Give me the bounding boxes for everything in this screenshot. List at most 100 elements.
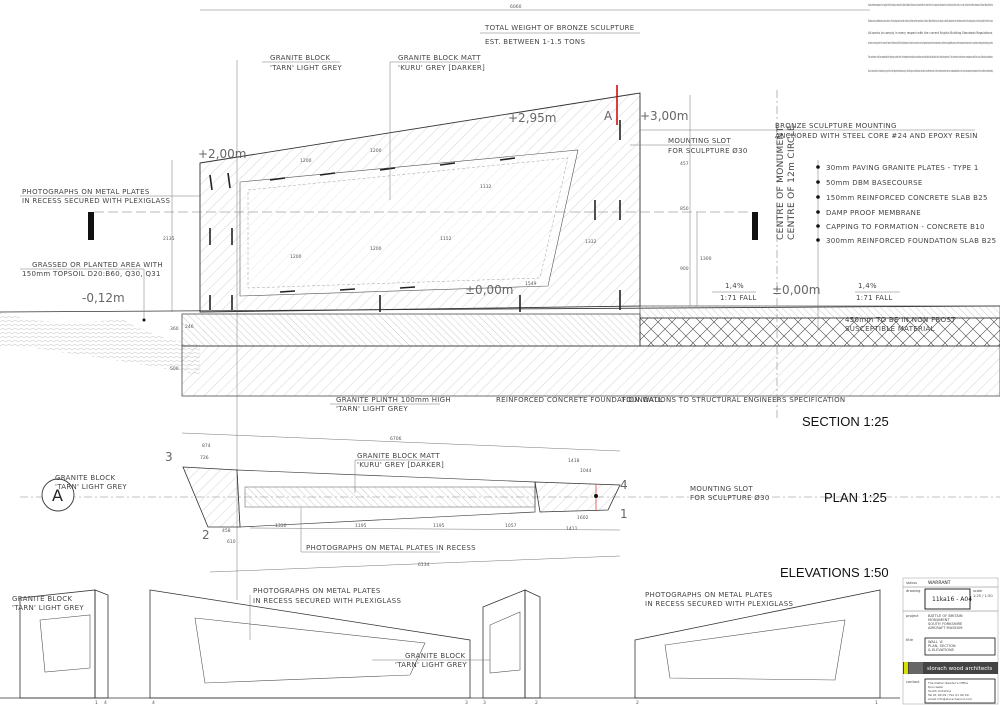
elev-label-granite-1: GRANITE BLOCK 'TARN' LIGHT GREY (12, 595, 84, 612)
layer-bullets (816, 165, 820, 242)
plan-label-mounting-slot: MOUNTING SLOT FOR SCULPTURE Ø30 (690, 485, 769, 502)
corner-label: 4 (620, 478, 628, 492)
drawing-label: contact (906, 680, 920, 684)
dim-label: 850 (680, 206, 689, 212)
drawing-label: 'KURU' GREY [DARKER] (357, 461, 444, 469)
plan-label-granite-tarn: GRANITE BLOCK 'TARN' LIGHT GREY (55, 474, 127, 491)
level-295: +2,95m (508, 111, 556, 125)
label-bronze-mounting: BRONZE SCULPTURE MOUNTING ANCHORED WITH … (640, 122, 978, 140)
drawing-label: 'TARN' LIGHT GREY (336, 405, 408, 413)
drawing-label: 'TARN' LIGHT GREY (270, 64, 342, 72)
dim-label: 246 (185, 324, 194, 330)
paving-layer (639, 305, 1000, 319)
drawing-label: BRONZE SCULPTURE MOUNTING (775, 122, 897, 130)
dim-label: 1332 (585, 239, 597, 245)
ground-soil (0, 312, 200, 375)
drawing-label: BATTLE OF BRITAIN (928, 614, 963, 618)
level-200: +2,00m (198, 147, 246, 161)
label-frost: 450mm TO BE IN NON FROST SUSCEPTIBLE MAT… (845, 316, 956, 333)
drawing-label: 150mm TOPSOIL D20:B60, Q30, Q31 (22, 270, 161, 278)
foundation-slab (181, 345, 1000, 397)
note-3: All works to comply in every respect wit… (868, 31, 993, 35)
dim-label: 1549 (525, 281, 537, 287)
dim-label: 1044 (580, 468, 592, 474)
dim-label: 6706 (390, 436, 402, 442)
drawing-label: project (906, 614, 919, 618)
drawing-label: 1 (95, 700, 98, 705)
drawing-label: GRANITE BLOCK MATT (398, 54, 481, 62)
plan-title: PLAN 1:25 (824, 490, 887, 505)
dim-label: 457 (680, 161, 689, 167)
photo-recess (239, 149, 579, 297)
dim-label: 1200 (370, 148, 382, 154)
elev-label-granite-2: GRANITE BLOCK 'TARN' LIGHT GREY (372, 652, 490, 669)
photo-plates (209, 120, 621, 312)
dim-label: 1300 (700, 256, 712, 262)
firm-banner (903, 662, 998, 674)
drawing-label: GRANITE PLINTH 100mm HIGH (336, 396, 451, 404)
drawing-label: Tel 01 99 09 / Fax 01 99 09 (927, 693, 969, 697)
drawing-label: IN RECESS SECURED WITH PLEXIGLASS (645, 600, 793, 608)
drawing-label: GRANITE BLOCK (12, 595, 72, 603)
drawing-number: 11ka16 - A04 (932, 596, 972, 603)
drawing-label: PHOTOGRAPHS ON METAL PLATES (253, 587, 381, 595)
elevations-drawing: ELEVATIONS 1:50 GRANITE BLOCK 'TARN' LIG… (0, 565, 900, 705)
drawing-label: 'TARN' LIGHT GREY (55, 483, 127, 491)
drawing-label: email info@slorachwood.com (928, 697, 972, 701)
drawing-label: GRANITE BLOCK MATT (357, 452, 440, 460)
note-4: All works to comply with the relevant Co… (868, 41, 993, 45)
dim-label: 726 (200, 455, 209, 461)
drawing-label: FOR SCULPTURE Ø30 (668, 147, 748, 155)
drawing-label: PHOTOGRAPHS ON METAL PLATES (645, 591, 773, 599)
dim-label: 1195 (433, 523, 445, 529)
drawing-label: 30mm PAVING GRANITE PLATES - TYPE 1 (826, 164, 979, 172)
drawing-label: MOUNTING SLOT (690, 485, 753, 493)
label-photographs: PHOTOGRAPHS ON METAL PLATES IN RECESS SE… (20, 188, 200, 205)
drawing-label: IN RECESS SECURED WITH PLEXIGLASS (22, 197, 170, 205)
drawing-label: 1:71 FALL (720, 294, 757, 302)
drawing-label: 1:71 FALL (856, 294, 893, 302)
elev-label-photographs-1: PHOTOGRAPHS ON METAL PLATES IN RECESS SE… (249, 587, 401, 640)
drawing-label: 1,4% (725, 282, 744, 290)
elevation-end-1 (94, 589, 109, 699)
label-fall-2: 1,4% 1:71 FALL (855, 282, 900, 302)
drawing-label: & ELEVATIONS (928, 648, 955, 652)
overall-dimension: 6060 (510, 4, 522, 10)
note-2: Variations and modifications to work sho… (868, 19, 993, 23)
level-000-wall: ±0,00m (465, 283, 513, 297)
section-marker-a: A (604, 109, 613, 123)
drawing-label: 300mm REINFORCED FOUNDATION SLAB B25 (826, 237, 996, 245)
drawing-label: CENTRE OF MONUMENT (776, 126, 786, 240)
dim-label: 1195 (355, 523, 367, 529)
level-300: +3,00m (640, 109, 688, 123)
label-fall-1: 1,4% 1:71 FALL (712, 282, 757, 302)
dim-label: 1057 (505, 523, 517, 529)
elevation-end-2 (482, 589, 526, 699)
section-marker-circle (41, 478, 75, 512)
dim-label: 610 (227, 539, 236, 545)
drawing-label: MOUNTING SLOT (668, 137, 731, 145)
dim-label: 1411 (566, 526, 578, 532)
layer-list: 30mm PAVING GRANITE PLATES - TYPE 1 50mm… (826, 164, 996, 245)
drawing-label: title (906, 638, 914, 642)
drawing-label: 'TARN' LIGHT GREY (395, 661, 467, 669)
drawing-label: MONUMENT (928, 618, 950, 622)
drawing-label: status (906, 581, 917, 585)
drawing-label: ANCHORED WITH STEEL CORE #24 AND EPOXY R… (775, 132, 978, 140)
section-cut-marker-left (88, 212, 94, 240)
dim-label: 1152 (440, 236, 452, 242)
drawing-label: 3 (465, 700, 468, 705)
note-6: Do not scale from this drawing at any ti… (868, 69, 993, 73)
status: WARRANT (928, 580, 951, 586)
plan-label-granite-kuru: GRANITE BLOCK MATT 'KURU' GREY [DARKER] (354, 452, 444, 493)
dim-label: 1418 (568, 458, 580, 464)
drawing-label: CAPPING TO FORMATION - CONCRETE B10 (826, 223, 985, 231)
dim-label: 1330 (275, 523, 287, 529)
drawing-label: 50mm DBM BASECOURSE (826, 179, 923, 187)
drawing-label: 3 (483, 700, 486, 705)
drawing-label: Doncaster (928, 685, 944, 689)
drawing-label: EST. BETWEEN 1-1.5 TONS (485, 38, 585, 46)
dim-label: 2135 (163, 236, 175, 242)
plan-marker-a: A (52, 486, 63, 505)
label-centre: CENTRE OF MONUMENT CENTRE OF 12m CIRCLE (776, 125, 797, 240)
